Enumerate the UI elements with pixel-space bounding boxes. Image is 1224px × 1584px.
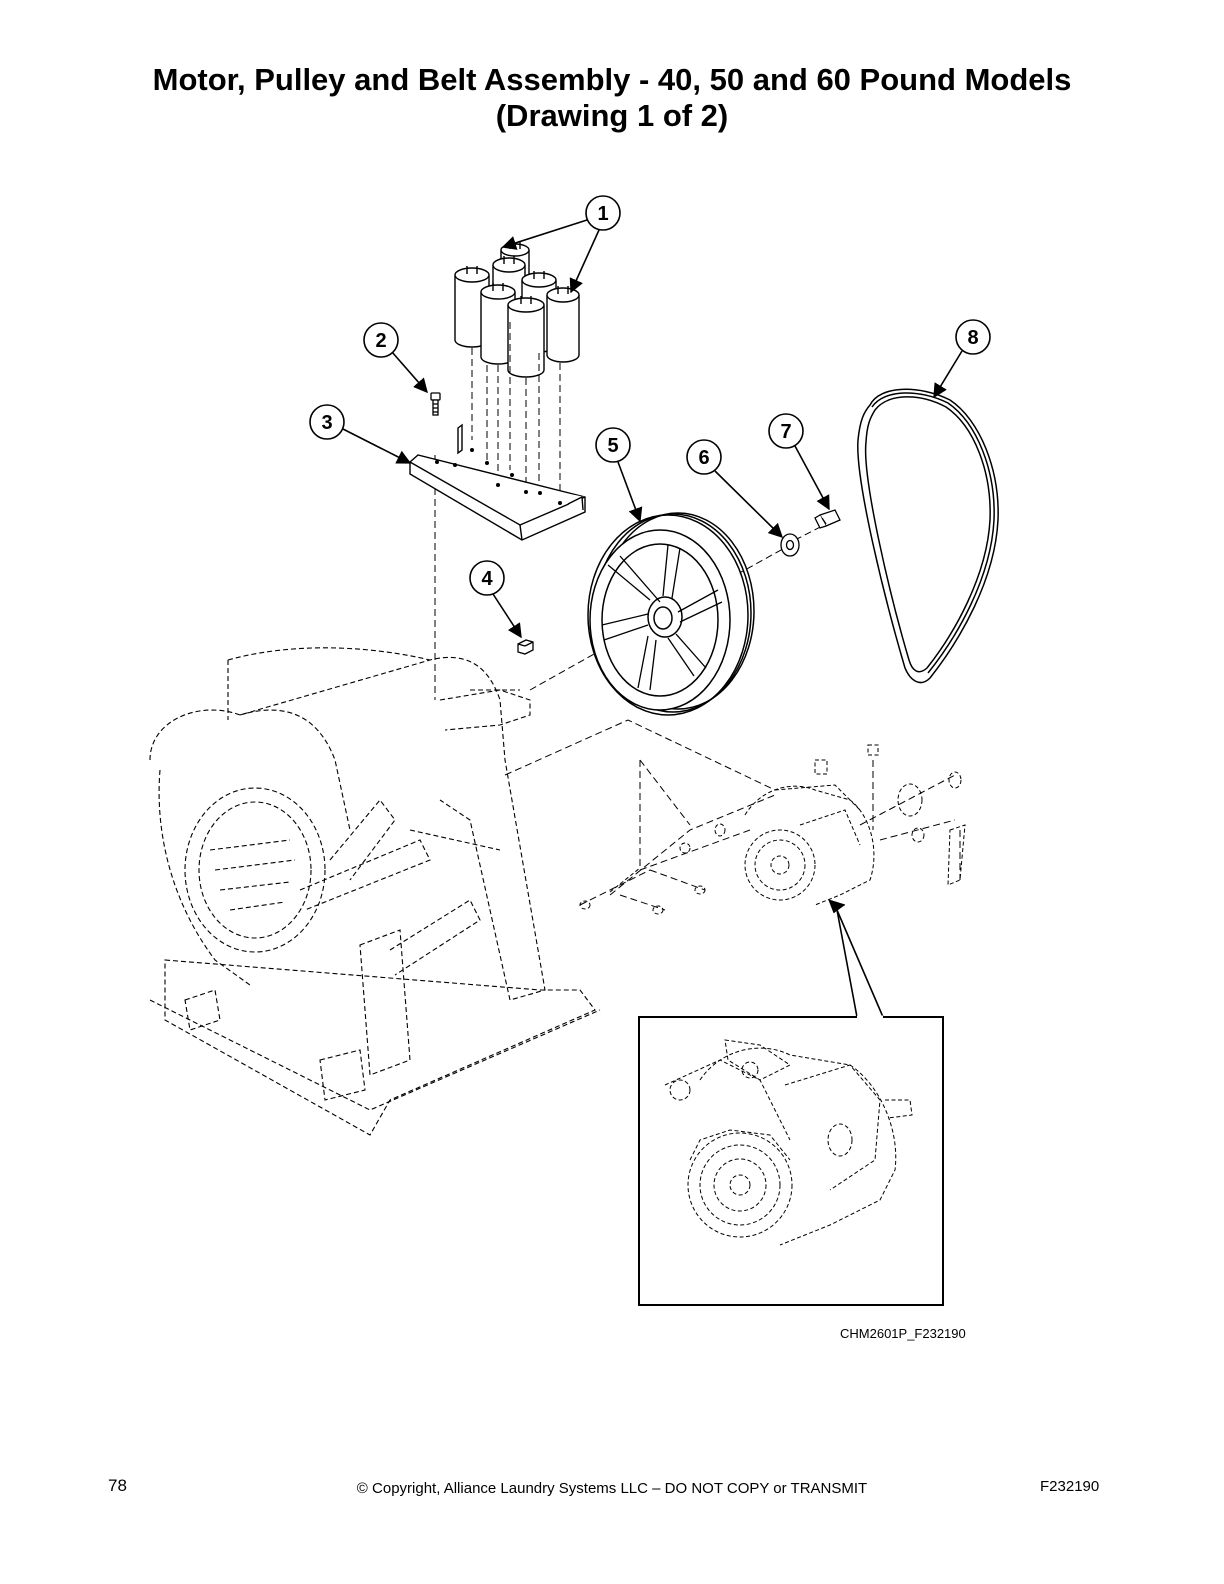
callout-4: 4 — [469, 560, 505, 596]
capacitors — [454, 242, 580, 378]
drive-motor — [579, 744, 966, 915]
detail-inset — [638, 899, 944, 1306]
capacitor-bracket — [409, 423, 586, 541]
detail-motor — [664, 1039, 913, 1246]
screw — [430, 392, 441, 416]
page-number: 78 — [108, 1476, 127, 1495]
svg-text:4: 4 — [481, 568, 493, 590]
capacitor-leader-lines — [471, 322, 561, 500]
capacitor-7 — [507, 296, 545, 378]
callout-2: 2 — [363, 322, 399, 358]
detail-pointer — [836, 909, 884, 1018]
copyright-notice: © Copyright, Alliance Laundry Systems LL… — [356, 1480, 868, 1497]
callout-6: 6 — [686, 439, 722, 475]
callout-3: 3 — [309, 404, 345, 440]
callout-leaders — [340, 219, 963, 639]
capacitor-5 — [546, 286, 580, 363]
title-line-2: (Drawing 1 of 2) — [495, 98, 729, 133]
svg-text:1: 1 — [597, 203, 608, 225]
svg-text:7: 7 — [780, 421, 791, 443]
page-title: Motor, Pulley and Belt Assembly - 40, 50… — [0, 62, 1224, 134]
detail-frame — [638, 1016, 944, 1306]
svg-text:2: 2 — [375, 330, 386, 352]
svg-text:8: 8 — [967, 327, 978, 349]
capacitor-6 — [480, 283, 516, 365]
title-line-1: Motor, Pulley and Belt Assembly - 40, 50… — [152, 62, 1072, 97]
callout-bubbles: 1 2 3 4 5 6 7 8 — [309, 195, 991, 596]
machine-housing — [149, 647, 601, 1136]
figure-code: CHM2601P_F232190 — [840, 1326, 966, 1341]
callout-8: 8 — [955, 319, 991, 355]
washer — [780, 533, 800, 557]
v-belt — [857, 388, 999, 684]
svg-text:6: 6 — [698, 447, 709, 469]
drive-pulley — [587, 512, 755, 716]
svg-text:3: 3 — [321, 412, 332, 434]
bolt — [814, 509, 841, 529]
callout-7: 7 — [768, 413, 804, 449]
document-code: F232190 — [1040, 1478, 1100, 1495]
shaft-key — [517, 639, 534, 655]
svg-text:5: 5 — [607, 435, 618, 457]
callout-1: 1 — [585, 195, 621, 231]
callout-5: 5 — [595, 427, 631, 463]
